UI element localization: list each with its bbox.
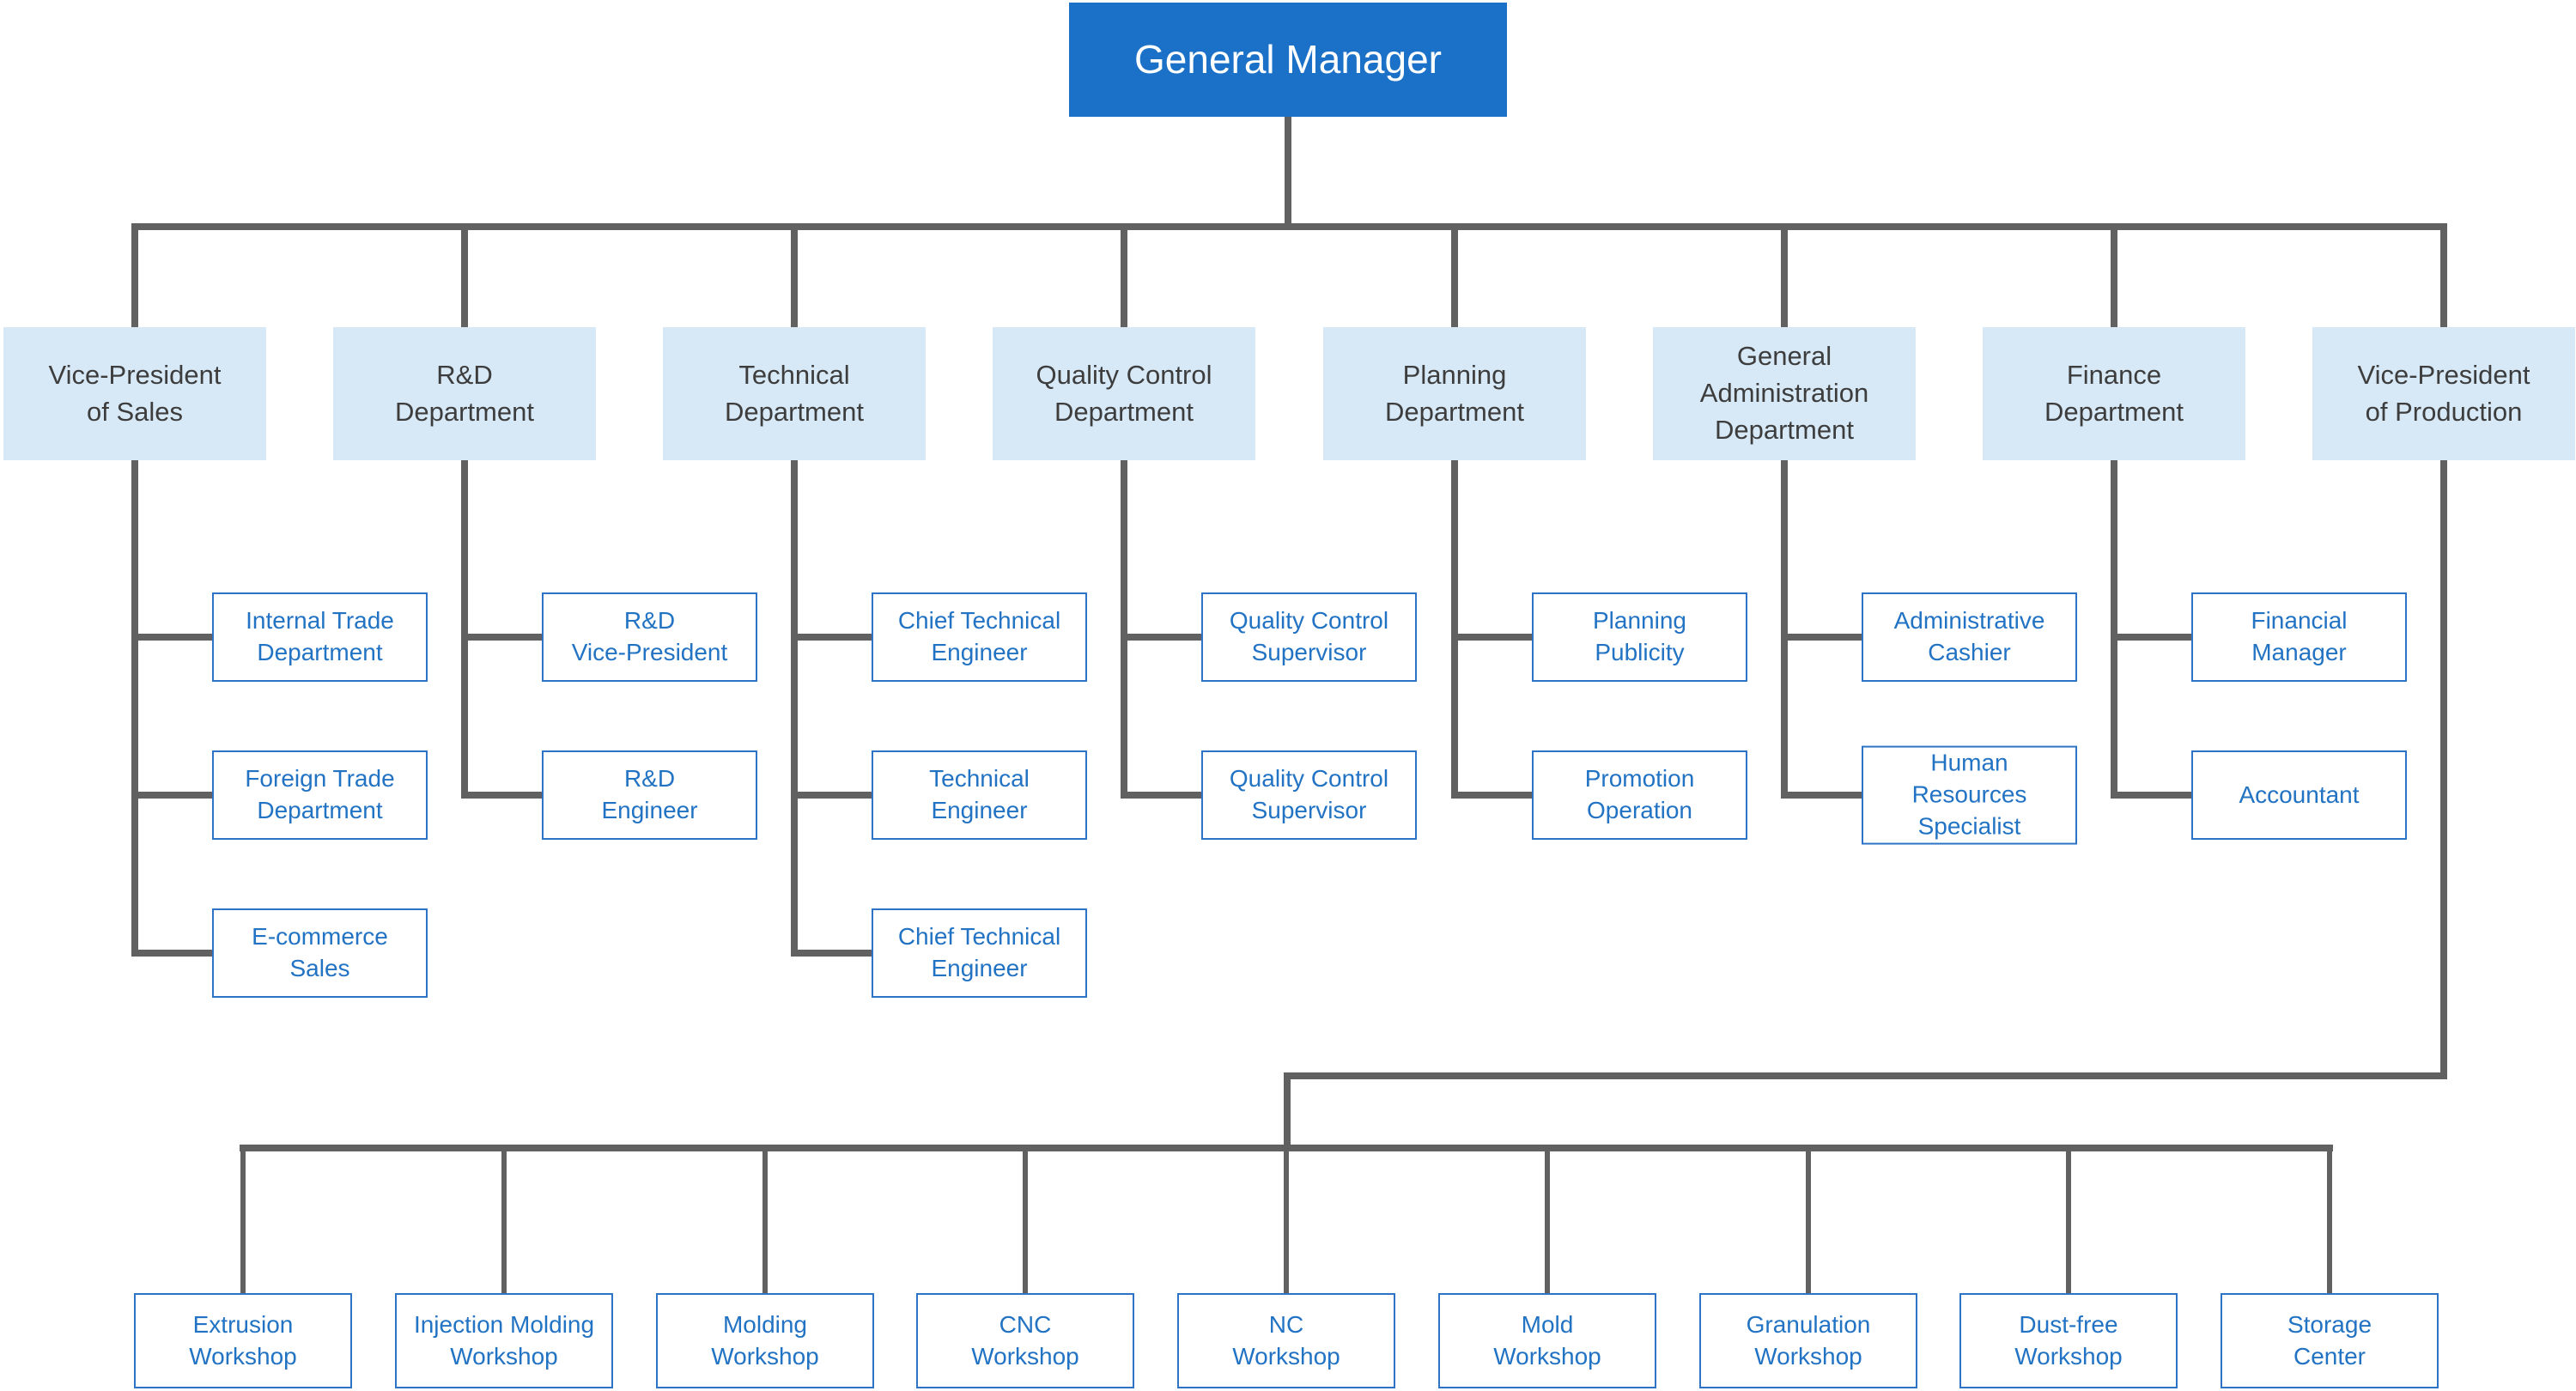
node-administrative-cashier: Administrative Cashier [1862,592,2077,682]
node-r-d-engineer: R&D Engineer [542,750,757,840]
connector-production-trunk [2440,460,2447,1079]
node-promotion-operation: Promotion Operation [1532,750,1747,840]
connector-role-stub [465,634,542,641]
node-quality-control-supervisor: Quality Control Supervisor [1201,592,1417,682]
node-granulation-workshop: Granulation Workshop [1699,1293,1917,1388]
node-r-d-department: R&D Department [333,327,596,460]
node-storage-center: Storage Center [2221,1293,2439,1388]
connector-dept-drop [131,227,138,327]
connector-role-stub [465,792,542,799]
node-technical-department: Technical Department [663,327,926,460]
node-chief-technical-engineer: Chief Technical Engineer [872,908,1087,998]
connector-dept-drop [1451,227,1458,327]
connector-production-elbow-h [1284,1072,2447,1079]
connector-role-stub [794,634,872,641]
connector-dept-trunk [1451,460,1458,799]
connector-workshop-drop [2327,1148,2332,1293]
connector-dept-drop [791,227,798,327]
connector-role-stub [794,950,872,957]
node-quality-control-supervisor: Quality Control Supervisor [1201,750,1417,840]
node-vice-president-of-production: Vice-President of Production [2312,327,2575,460]
node-human-resources-specialist: Human Resources Specialist [1862,745,2077,845]
node-accountant: Accountant [2191,750,2407,840]
connector-role-stub [1784,634,1862,641]
connector-production-elbow-v [1284,1076,1291,1151]
connector-dept-trunk [131,460,138,957]
node-mold-workshop: Mold Workshop [1438,1293,1656,1388]
node-foreign-trade-department: Foreign Trade Department [212,750,428,840]
connector-dept-drop [1781,227,1788,327]
connector-workshop-drop [2066,1148,2071,1293]
connector-role-stub [794,792,872,799]
connector-role-stub [1124,792,1201,799]
connector-workshop-drop [501,1148,507,1293]
node-vice-president-of-sales: Vice-President of Sales [3,327,266,460]
node-planning-department: Planning Department [1323,327,1586,460]
connector-dept-drop [2440,227,2447,327]
node-quality-control-department: Quality Control Department [993,327,1255,460]
connector-workshop-drop [240,1148,246,1293]
connector-role-stub [1455,634,1532,641]
connector-dept-drop [1121,227,1127,327]
node-finance-department: Finance Department [1983,327,2245,460]
connector-dept-drop [461,227,468,327]
connector-role-stub [135,634,212,641]
connector-workshop-drop [1284,1148,1289,1293]
connector-dept-drop [2111,227,2117,327]
connector-dept-trunk [2111,460,2117,799]
node-chief-technical-engineer: Chief Technical Engineer [872,592,1087,682]
connector-role-stub [2114,792,2191,799]
connector-dept-trunk [461,460,468,799]
node-nc-workshop: NC Workshop [1177,1293,1395,1388]
node-general-administration-department: General Administration Department [1653,327,1916,460]
node-e-commerce-sales: E-commerce Sales [212,908,428,998]
connector-root-stem [1285,117,1291,230]
connector-workshop-drop [1806,1148,1811,1293]
node-cnc-workshop: CNC Workshop [916,1293,1134,1388]
connector-role-stub [1455,792,1532,799]
connector-workshop-drop [762,1148,768,1293]
node-planning-publicity: Planning Publicity [1532,592,1747,682]
connector-dept-trunk [791,460,798,957]
node-general-manager: General Manager [1069,3,1507,117]
connector-role-stub [1124,634,1201,641]
connector-workshop-drop [1545,1148,1550,1293]
connector-dept-trunk [1781,460,1788,799]
connector-dept-trunk [1121,460,1127,799]
node-technical-engineer: Technical Engineer [872,750,1087,840]
connector-top-rail [131,223,2447,230]
node-dust-free-workshop: Dust-free Workshop [1959,1293,2178,1388]
connector-role-stub [135,792,212,799]
node-r-d-vice-president: R&D Vice-President [542,592,757,682]
node-financial-manager: Financial Manager [2191,592,2407,682]
node-internal-trade-department: Internal Trade Department [212,592,428,682]
node-extrusion-workshop: Extrusion Workshop [134,1293,352,1388]
connector-role-stub [1784,792,1862,799]
connector-workshop-drop [1023,1148,1028,1293]
connector-role-stub [2114,634,2191,641]
connector-role-stub [135,950,212,957]
node-injection-molding-workshop: Injection Molding Workshop [395,1293,613,1388]
node-molding-workshop: Molding Workshop [656,1293,874,1388]
